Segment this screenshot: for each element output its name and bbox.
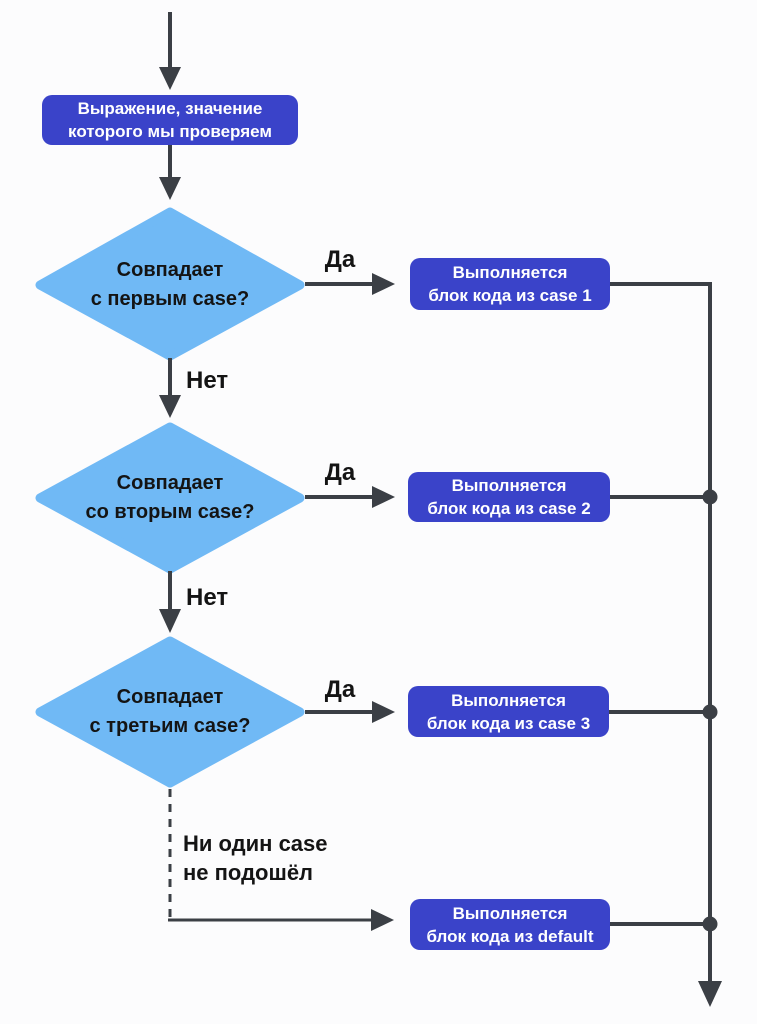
edge-label-yes-1: Да	[324, 246, 356, 273]
decision1-no-arrow-head-icon	[159, 395, 181, 418]
decision3-label: Совпадает с третьим case?	[89, 686, 251, 737]
decision1-yes-arrow-head-icon	[372, 273, 395, 295]
edge-label-yes-3: Да	[324, 676, 356, 703]
start-node: Выражение, значение которого мы проверяе…	[42, 95, 298, 145]
exit-arrow-head-icon	[698, 981, 722, 1007]
decision2-no-arrow-head-icon	[159, 609, 181, 633]
edge-label-no-2: Нет	[186, 584, 229, 611]
trunk-junction-dot-2	[702, 704, 718, 720]
edge-label-no-match: Ни один case не подошёл	[183, 831, 328, 885]
trunk-junction-dot-3	[702, 916, 718, 932]
decision1-label: Совпадает с первым case?	[90, 259, 250, 310]
entry-arrow-head-icon	[159, 67, 181, 90]
case1-node: Выполняется блок кода из case 1	[410, 258, 610, 310]
decision3-default-arrow-head-icon	[371, 909, 394, 931]
default-node: Выполняется блок кода из default	[410, 899, 610, 950]
trunk-junction-dot-1	[702, 489, 718, 505]
decision2-diamond-shape	[35, 422, 305, 574]
case1-to-exit-trunk-line	[610, 282, 712, 982]
edge-label-yes-2: Да	[324, 459, 356, 486]
decision2-label: Совпадает со вторым case?	[85, 472, 255, 523]
edge-label-no-1: Нет	[186, 367, 229, 394]
case3-node: Выполняется блок кода из case 3	[408, 686, 609, 737]
start-to-decision1-arrow-head-icon	[159, 177, 181, 200]
decision3-yes-arrow-head-icon	[372, 701, 395, 723]
decision1-diamond-shape	[35, 207, 305, 361]
decision2-yes-arrow-head-icon	[372, 486, 395, 508]
decision3-diamond-shape	[35, 636, 305, 788]
case2-node: Выполняется блок кода из case 2	[408, 472, 610, 522]
